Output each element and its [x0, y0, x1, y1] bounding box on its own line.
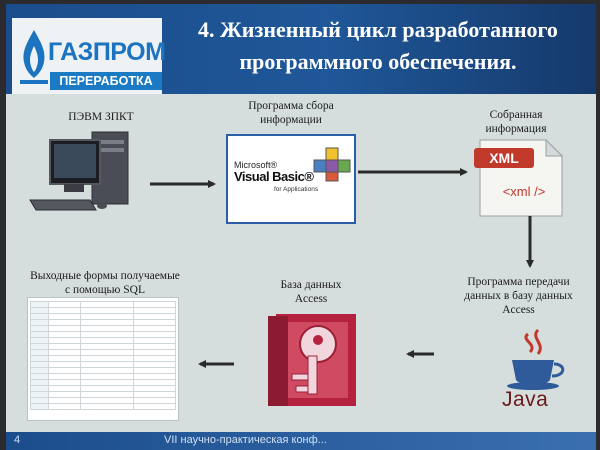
logo-name: ГАЗПРОМ [48, 38, 166, 66]
access-label: База данных Access [256, 278, 366, 306]
table-cell [29, 403, 50, 410]
logo-subtitle: ПЕРЕРАБОТКА [50, 72, 162, 90]
java-label-line-2: данных в базу данных [464, 290, 573, 302]
java-cup-icon [507, 328, 565, 390]
slide-title-line-2: программного обеспечения. [239, 49, 517, 74]
access-key-icon [268, 314, 356, 406]
title-bar: ГАЗПРОМ ПЕРЕРАБОТКА 4. Жизненный цикл ра… [6, 4, 596, 94]
sql-label-line-1: Выходные формы получаемые [30, 270, 180, 282]
vba-for-applications-text: for Applications [274, 186, 319, 193]
java-label: Программа передачи данных в базу данных … [446, 275, 591, 317]
footer-text: VII научно-практическая конф... [164, 434, 327, 446]
xml-label-line-2: информация [485, 123, 547, 135]
vba-label-line-1: Программа сбора [248, 100, 334, 112]
vba-cubes-icon [313, 147, 351, 182]
sql-label: Выходные формы получаемые с помощью SQL [20, 269, 190, 297]
java-label-line-3: Access [502, 304, 535, 316]
java-logo-text: Java [502, 388, 549, 411]
xml-label-line-1: Собранная [489, 109, 543, 121]
access-label-line-2: Access [294, 293, 328, 305]
footer-bar: 4 VII научно-практическая конф... [6, 432, 596, 450]
footer-page-number: 4 [14, 434, 21, 446]
sql-report-grid [29, 301, 176, 410]
table-cell [48, 403, 82, 410]
java-label-line-1: Программа передачи [467, 276, 570, 288]
gazprom-flame-icon [20, 30, 48, 84]
table-cell [80, 403, 135, 410]
table-cell [133, 403, 176, 410]
slide-title: 4. Жизненный цикл разработанного програм… [168, 14, 588, 78]
xml-badge: XML [474, 148, 534, 168]
sql-report-table [28, 298, 178, 420]
vba-product-text: Visual Basic® [234, 169, 314, 184]
xml-label: Собранная информация [461, 108, 571, 136]
sql-label-line-2: с помощью SQL [65, 284, 145, 296]
vba-program-box: Microsoft® Visual Basic® for Application… [226, 134, 356, 224]
vba-label-line-2: информации [260, 114, 322, 126]
table-row [29, 385, 176, 392]
presentation-slide: ГАЗПРОМ ПЕРЕРАБОТКА 4. Жизненный цикл ра… [6, 4, 596, 450]
xml-tag-text: <xml /> [502, 184, 546, 199]
desktop-computer-icon [29, 131, 129, 211]
vba-label: Программа сбора информации [216, 99, 366, 127]
access-label-line-1: База данных [280, 279, 342, 291]
gazprom-logo: ГАЗПРОМ ПЕРЕРАБОТКА [12, 18, 166, 94]
vba-microsoft-text: Microsoft® [234, 160, 278, 170]
slide-title-line-1: 4. Жизненный цикл разработанного [198, 17, 558, 42]
table-row [29, 403, 176, 410]
computer-label: ПЭВМ ЗПКТ [68, 111, 134, 123]
